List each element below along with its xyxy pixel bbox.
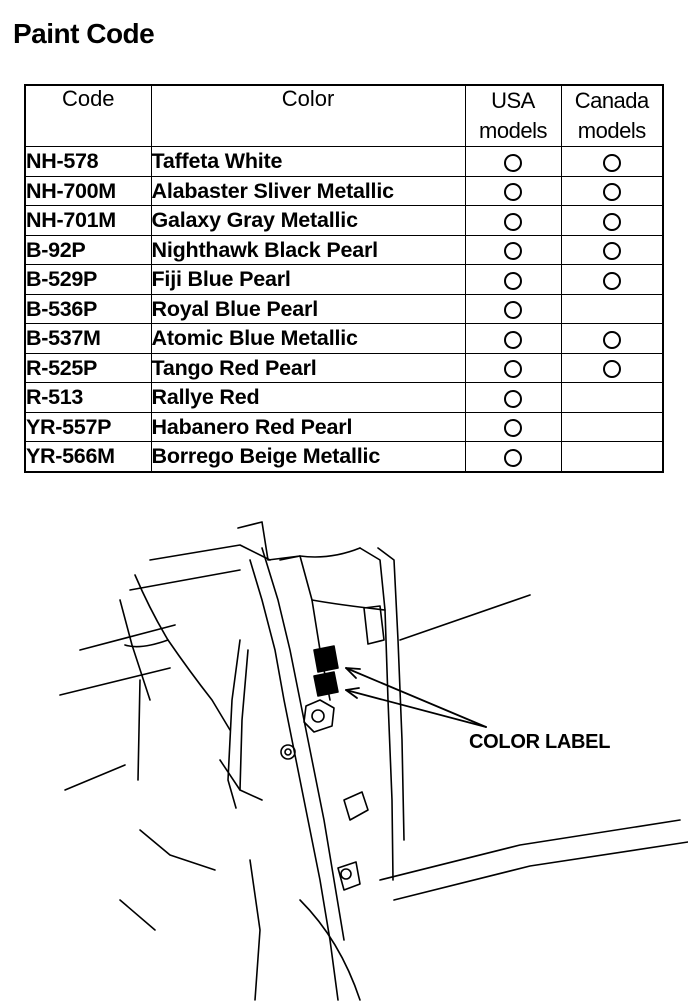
seat-trim-outline <box>124 574 231 731</box>
paint-code-cell: R-513 <box>24 382 152 413</box>
paint-code-cell: B-92P <box>24 234 152 265</box>
table-header-row: Code Color USA models Canada models <box>24 84 664 147</box>
paint-code-cell: B-537M <box>24 323 152 354</box>
canada-availability-cell <box>560 146 664 177</box>
available-circle-icon <box>602 271 621 290</box>
available-circle-icon <box>504 242 522 261</box>
available-circle-icon <box>504 330 522 349</box>
available-circle-icon <box>504 301 522 320</box>
column-header-code: Code <box>24 84 152 147</box>
paint-code-cell: R-525P <box>24 352 152 383</box>
usa-availability-cell <box>464 264 562 295</box>
column-header-usa: USA models <box>464 84 562 147</box>
available-circle-icon <box>504 271 522 290</box>
color-name-cell: Tango Red Pearl <box>150 352 466 383</box>
available-circle-icon <box>504 183 522 202</box>
usa-availability-cell <box>464 234 562 265</box>
paint-code-cell: B-529P <box>24 264 152 295</box>
callout-arrows <box>345 667 487 728</box>
door-sill <box>119 594 688 1001</box>
usa-availability-cell <box>464 411 562 442</box>
canada-availability-cell <box>560 234 664 265</box>
usa-availability-cell <box>464 382 562 413</box>
door-pillar-illustration <box>59 521 688 1001</box>
available-circle-icon <box>602 360 621 379</box>
canada-availability-cell <box>560 293 664 324</box>
page-title: Paint Code <box>13 18 155 49</box>
color-name-cell: Fiji Blue Pearl <box>150 264 466 295</box>
usa-availability-cell <box>464 175 562 206</box>
available-circle-icon <box>602 212 621 231</box>
available-circle-icon <box>504 419 522 438</box>
color-name-cell: Habanero Red Pearl <box>150 411 466 442</box>
paint-code-cell: NH-701M <box>24 205 152 236</box>
color-label-callout: COLOR LABEL <box>469 731 611 753</box>
available-circle-icon <box>504 389 522 408</box>
body-panel-outline <box>59 521 301 791</box>
column-header-canada: Canada models <box>560 84 664 147</box>
paint-code-cell: NH-578 <box>24 146 152 177</box>
available-circle-icon <box>602 330 621 349</box>
paint-code-table: Code Color USA models Canada models NH-5… <box>24 84 664 473</box>
available-circle-icon <box>504 153 522 172</box>
paint-code-cell: YR-557P <box>24 411 152 442</box>
available-circle-icon <box>602 183 621 202</box>
canada-availability-cell <box>560 411 664 442</box>
color-name-cell: Galaxy Gray Metallic <box>150 205 466 236</box>
usa-availability-cell <box>464 293 562 324</box>
usa-availability-cell <box>464 323 562 354</box>
canada-availability-cell <box>560 352 664 383</box>
color-name-cell: Taffeta White <box>150 146 466 177</box>
canada-availability-cell <box>560 323 664 354</box>
canada-availability-cell <box>560 175 664 206</box>
paint-code-cell: B-536P <box>24 293 152 324</box>
latch-bracket <box>280 605 385 891</box>
color-name-cell: Atomic Blue Metallic <box>150 323 466 354</box>
color-name-cell: Alabaster Sliver Metallic <box>150 175 466 206</box>
canada-availability-cell <box>560 264 664 295</box>
canada-availability-cell <box>560 441 664 472</box>
color-name-cell: Rallye Red <box>150 382 466 413</box>
available-circle-icon <box>602 242 621 261</box>
usa-availability-cell <box>464 205 562 236</box>
available-circle-icon <box>504 360 522 379</box>
color-name-cell: Borrego Beige Metallic <box>150 441 466 472</box>
usa-availability-cell <box>464 146 562 177</box>
column-header-color: Color <box>150 84 466 147</box>
available-circle-icon <box>504 448 522 467</box>
paint-code-cell: YR-566M <box>24 441 152 472</box>
available-circle-icon <box>602 153 621 172</box>
paint-code-cell: NH-700M <box>24 175 152 206</box>
color-name-cell: Royal Blue Pearl <box>150 293 466 324</box>
available-circle-icon <box>504 212 522 231</box>
color-label-stickers <box>313 645 339 697</box>
color-name-cell: Nighthawk Black Pearl <box>150 234 466 265</box>
usa-availability-cell <box>464 441 562 472</box>
canada-availability-cell <box>560 205 664 236</box>
canada-availability-cell <box>560 382 664 413</box>
door-pillar <box>219 547 405 1001</box>
usa-availability-cell <box>464 352 562 383</box>
